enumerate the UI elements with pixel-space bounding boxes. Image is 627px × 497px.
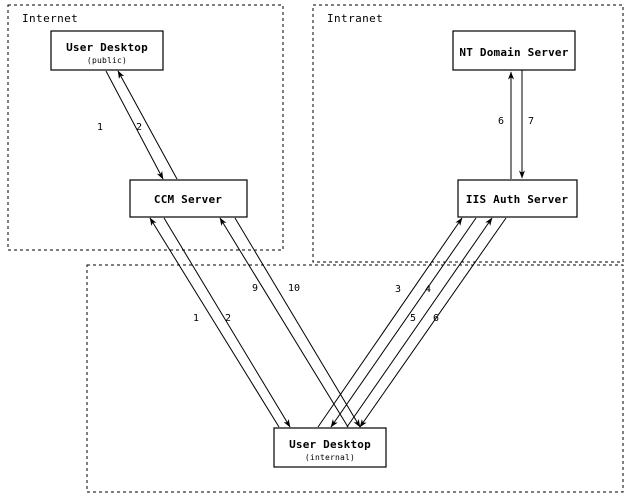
node-nt-domain-server-title: NT Domain Server bbox=[459, 46, 568, 59]
flow-arrow-step-1-public bbox=[105, 70, 164, 180]
node-user-desktop-public-title: User Desktop bbox=[66, 41, 148, 54]
flow-arrow-step-3 bbox=[317, 217, 463, 428]
zone-internet-border bbox=[7, 4, 284, 251]
zone-intranet-border bbox=[312, 4, 624, 263]
flow-arrow-step-9 bbox=[219, 217, 349, 428]
zone-internet-group: Internet bbox=[7, 4, 284, 251]
node-iis-auth-server-box[interactable] bbox=[457, 179, 578, 218]
flow-iis-internal-desktop-58: 5 6 bbox=[346, 217, 507, 428]
node-ccm-server-title: CCM Server bbox=[154, 193, 222, 206]
flow-label-step-9: 9 bbox=[252, 283, 258, 294]
flow-iis-nt-domain: 6 7 bbox=[498, 70, 534, 179]
node-ccm-server-box[interactable] bbox=[129, 179, 248, 218]
flow-ccm-internal-desktop-910: 9 10 bbox=[219, 217, 361, 428]
flow-arrow-step-8 bbox=[359, 217, 507, 428]
zone-internal-group bbox=[86, 264, 624, 493]
flow-ccm-internal-desktop-12: 1 2 bbox=[149, 217, 291, 428]
node-user-desktop-public-subtitle: (public) bbox=[87, 56, 127, 65]
node-user-desktop-internal[interactable]: User Desktop (internal) bbox=[273, 427, 387, 468]
node-ccm-server[interactable]: CCM Server bbox=[129, 179, 248, 218]
flow-label-step-5: 5 bbox=[410, 313, 416, 324]
node-iis-auth-server[interactable]: IIS Auth Server bbox=[457, 179, 578, 218]
flow-iis-internal-desktop-34: 3 4 bbox=[317, 217, 477, 428]
zone-intranet-group: Intranet bbox=[312, 4, 624, 263]
flow-arrow-step-2-public bbox=[117, 70, 178, 180]
flow-label-step-3: 3 bbox=[395, 284, 401, 295]
flow-arrow-step-4 bbox=[330, 217, 477, 428]
flow-label-step-10: 10 bbox=[288, 283, 300, 294]
flow-label-step-4: 4 bbox=[425, 284, 431, 295]
node-user-desktop-public[interactable]: User Desktop (public) bbox=[50, 30, 164, 71]
zone-internet-label: Internet bbox=[22, 12, 78, 25]
flow-label-step-1-internal: 1 bbox=[193, 313, 199, 324]
flow-arrow-step-5 bbox=[346, 217, 493, 428]
node-nt-domain-server[interactable]: NT Domain Server bbox=[452, 30, 576, 71]
flow-arrow-step-10 bbox=[234, 217, 361, 428]
flow-label-step-1-public: 1 bbox=[97, 122, 103, 133]
flow-arrow-step-2-internal bbox=[163, 217, 291, 428]
zone-intranet-label: Intranet bbox=[327, 12, 383, 25]
node-nt-domain-server-box[interactable] bbox=[452, 30, 576, 71]
flow-public-desktop-ccm: 1 2 bbox=[97, 70, 178, 180]
flow-label-step-7: 7 bbox=[528, 116, 534, 127]
flow-label-step-8: 6 bbox=[433, 313, 439, 324]
node-user-desktop-public-box[interactable] bbox=[50, 30, 164, 71]
flow-label-step-6: 6 bbox=[498, 116, 504, 127]
node-user-desktop-internal-box[interactable] bbox=[273, 427, 387, 468]
flow-arrow-step-1-internal bbox=[149, 217, 280, 428]
flow-label-step-2-public: 2 bbox=[136, 122, 142, 133]
node-user-desktop-internal-subtitle: (internal) bbox=[305, 453, 355, 462]
node-user-desktop-internal-title: User Desktop bbox=[289, 438, 371, 451]
flow-label-step-2-internal: 2 bbox=[225, 313, 231, 324]
zone-internal-border bbox=[86, 264, 624, 493]
node-iis-auth-server-title: IIS Auth Server bbox=[466, 193, 569, 206]
